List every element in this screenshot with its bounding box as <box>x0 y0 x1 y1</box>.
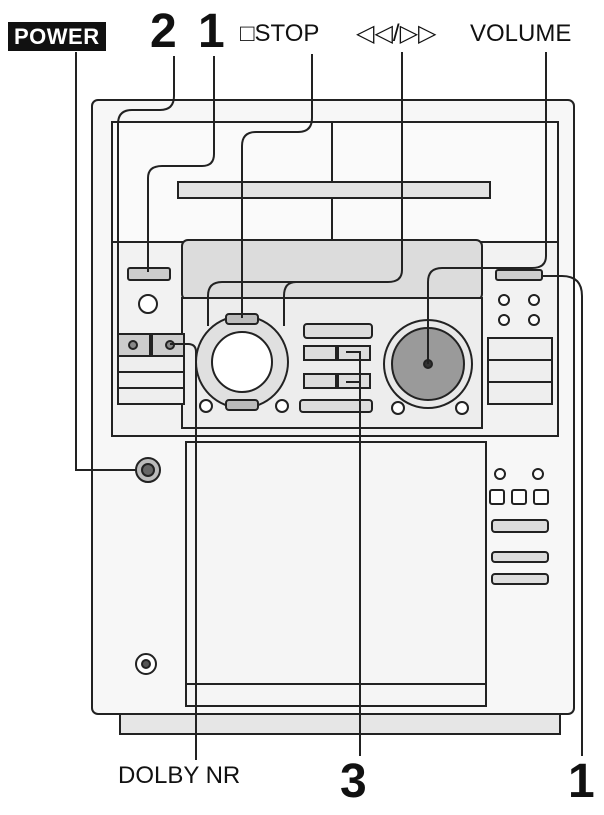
leader-stop <box>241 54 313 318</box>
leader-power <box>75 52 136 471</box>
left-small-knob <box>138 294 158 314</box>
cabinet-base <box>119 713 561 735</box>
leader-volume <box>427 52 547 364</box>
dolby-nr-label: DOLBY NR <box>118 762 241 789</box>
jog-bottom-button <box>225 399 259 411</box>
callout-number-3: 3 <box>340 755 367 808</box>
transport-bottom-bar <box>299 399 373 413</box>
stop-label: □STOP <box>240 20 320 47</box>
cd-slot <box>177 181 491 199</box>
leader-skip-2 <box>283 281 388 326</box>
right-lower-slot-1 <box>491 519 549 533</box>
power-label: POWER <box>8 22 106 51</box>
leader-1-bottom <box>542 275 583 756</box>
right-panel-box <box>487 337 553 405</box>
transport-top-bar <box>303 323 373 339</box>
jog-dial-inner <box>211 331 273 393</box>
transport-btn-3 <box>303 373 337 389</box>
right-lower-slot-2 <box>491 551 549 563</box>
right-lower-slot-3 <box>491 573 549 585</box>
transport-btn-1 <box>303 345 337 361</box>
left-panel-box <box>117 355 185 405</box>
right-top-button <box>495 269 543 281</box>
callout-number-1-bottom: 1 <box>568 755 595 808</box>
volume-label: VOLUME <box>470 20 572 47</box>
leader-dolby <box>170 343 197 760</box>
callout-number-1-top: 1 <box>198 5 225 58</box>
leader-2 <box>117 56 175 340</box>
callout-number-2: 2 <box>150 5 177 58</box>
leader-1-top <box>147 56 215 272</box>
display-window <box>181 239 483 301</box>
lower-door <box>185 441 487 707</box>
skip-label: ◁◁/▷▷ <box>356 20 437 47</box>
